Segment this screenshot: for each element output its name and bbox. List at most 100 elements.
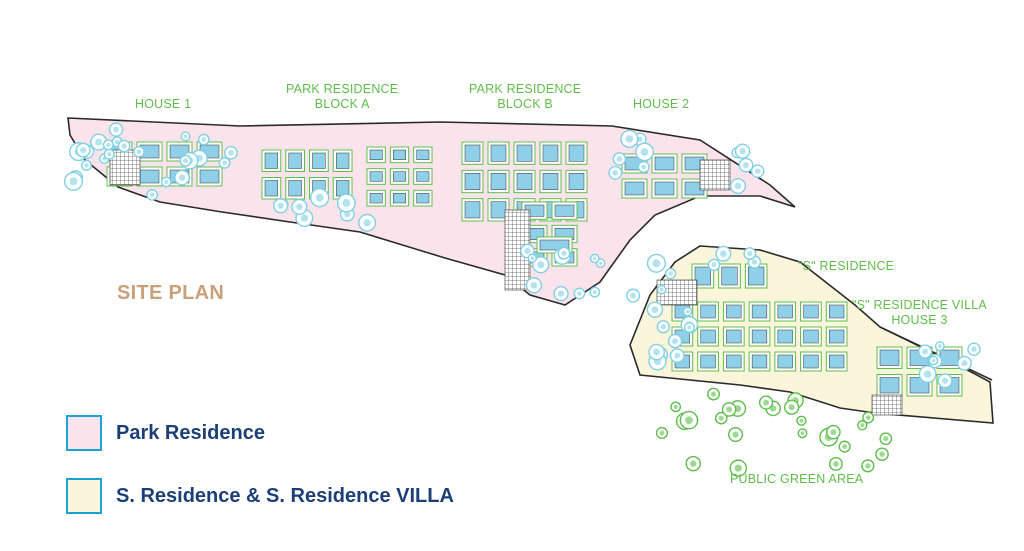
building-block	[568, 144, 585, 162]
tree-core	[726, 406, 733, 413]
tree-core	[751, 259, 758, 265]
tree-core	[524, 248, 531, 255]
building-block	[393, 149, 406, 160]
tree-core	[315, 193, 324, 202]
building-block	[490, 173, 507, 190]
tree-core	[734, 464, 742, 472]
label-park-b-line1: PARK RESIDENCE	[469, 82, 582, 96]
tree-core	[742, 162, 750, 169]
building-block	[777, 304, 793, 319]
building-block	[542, 173, 559, 190]
tree-core	[842, 444, 848, 450]
tree-core	[598, 261, 603, 266]
label-house-1: HOUSE 1	[135, 97, 192, 111]
label-s-residence: "S" RESIDENCE	[798, 259, 895, 273]
building-block	[654, 156, 675, 171]
building-block	[264, 152, 278, 169]
tree-core	[80, 147, 87, 154]
tree-core	[799, 418, 804, 423]
tree-core	[530, 281, 538, 289]
building-block	[777, 329, 793, 344]
tree-core	[763, 399, 769, 406]
building-block	[803, 329, 819, 344]
tree-core	[183, 158, 188, 164]
tree-core	[637, 136, 643, 143]
tree-core	[630, 292, 636, 299]
building-block	[694, 266, 711, 286]
tree-core	[640, 147, 649, 156]
building-block	[516, 144, 533, 162]
tree-core	[660, 324, 666, 330]
tree-core	[222, 160, 227, 166]
building-block	[464, 173, 481, 190]
tree-core	[557, 290, 565, 297]
label-s-villa-line1: "S" RESIDENCE VILLA	[852, 298, 987, 312]
tree-core	[113, 126, 119, 133]
tree-core	[800, 431, 805, 436]
building-block	[464, 144, 481, 162]
tree-core	[747, 250, 753, 257]
tree-core	[668, 271, 673, 276]
building-block	[726, 329, 742, 344]
building-block	[416, 193, 430, 204]
tree-core	[659, 287, 664, 292]
label-park-a-line2: BLOCK A	[314, 97, 370, 111]
building-block	[748, 266, 765, 286]
tree-core	[136, 149, 142, 155]
building-block	[393, 171, 406, 182]
building-layer	[106, 141, 963, 416]
building-block	[700, 329, 716, 344]
building-block	[726, 304, 742, 319]
building-block	[568, 173, 585, 190]
hatched-plaza	[699, 159, 731, 191]
building-block	[369, 193, 383, 204]
building-block	[369, 171, 383, 182]
site-plan-title: SITE PLAN	[117, 282, 225, 304]
building-block	[516, 173, 533, 190]
building-block	[139, 169, 160, 184]
tree-core	[674, 352, 681, 359]
tree-core	[277, 202, 284, 209]
tree-core	[592, 290, 597, 295]
tree-core	[937, 344, 942, 349]
label-park-residence-block-b: PARK RESIDENCE BLOCK B	[469, 82, 581, 112]
tree-core	[718, 415, 724, 421]
label-public-green-area: PUBLIC GREEN AREA	[730, 472, 864, 486]
tree-core	[95, 138, 103, 146]
tree-core	[971, 346, 977, 352]
building-block	[879, 349, 900, 366]
tree-core	[673, 404, 678, 409]
tree-core	[659, 430, 665, 436]
tree-core	[830, 429, 837, 436]
building-block	[199, 169, 220, 184]
tree-core	[344, 211, 351, 218]
tree-core	[732, 431, 739, 438]
legend-swatch-s-residence	[66, 478, 102, 514]
tree-core	[879, 451, 885, 457]
tree-core	[754, 168, 761, 174]
tree-core	[296, 203, 303, 211]
building-block	[803, 354, 819, 369]
building-block	[939, 349, 960, 366]
tree-core	[672, 338, 678, 344]
legend-swatch-park	[66, 415, 102, 451]
tree-core	[652, 259, 661, 268]
tree-core	[687, 325, 692, 330]
building-block	[393, 193, 406, 204]
tree-core	[561, 250, 567, 256]
tree-core	[865, 463, 871, 469]
label-park-residence-block-a: PARK RESIDENCE BLOCK A	[286, 82, 398, 112]
tree-core	[84, 163, 89, 168]
tree-core	[616, 156, 623, 162]
building-block	[803, 304, 819, 319]
boundary-line	[879, 326, 993, 381]
tree-core	[537, 261, 545, 269]
tree-core	[833, 461, 839, 467]
building-block	[369, 149, 383, 160]
legend-label-park: Park Residence	[116, 421, 265, 444]
legend-s-residence: S. Residence & S. Residence VILLA	[66, 478, 454, 514]
tree-core	[164, 179, 169, 185]
tree-core	[69, 177, 78, 186]
label-park-a-line1: PARK RESIDENCE	[286, 82, 399, 96]
tree-core	[121, 143, 127, 149]
